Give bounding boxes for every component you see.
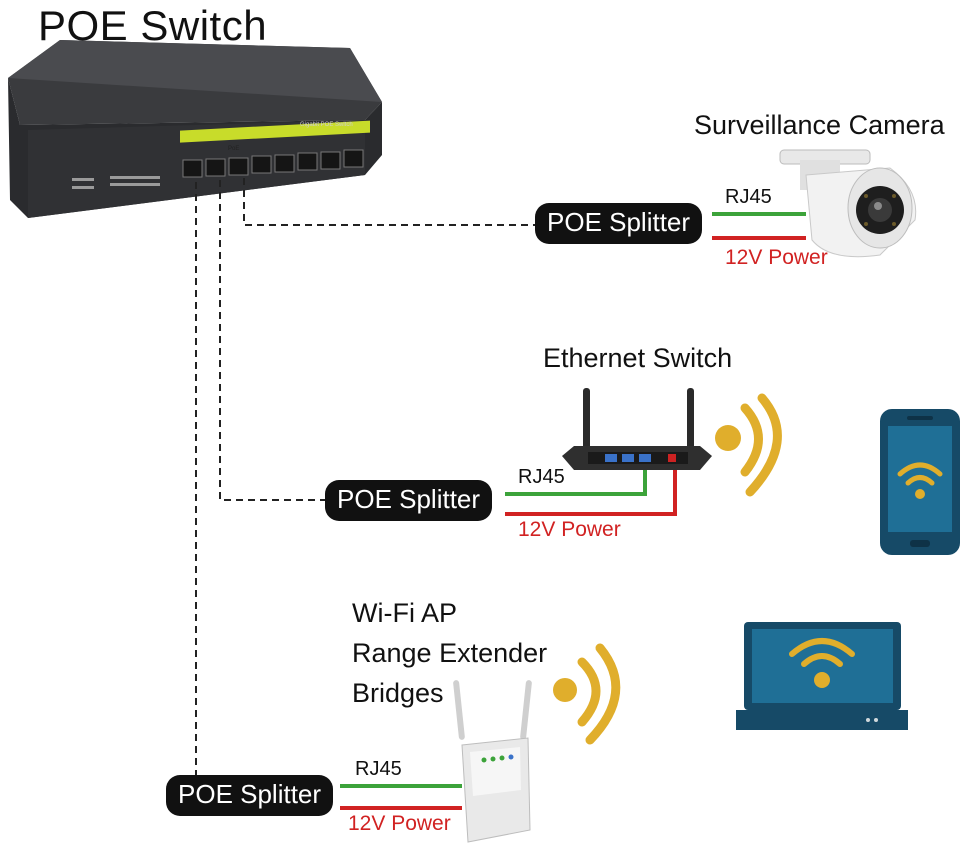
switch-panel-text: Gigabit POE Switch: [300, 122, 353, 128]
wifi-signal-icon: [553, 643, 621, 745]
range-extender-icon: [453, 680, 532, 843]
laptop-icon: [736, 622, 908, 730]
rj45-label: RJ45: [518, 466, 565, 488]
power-label: 12V Power: [518, 518, 621, 541]
ap-label-line: Range Extender: [352, 638, 548, 668]
rj45-label: RJ45: [355, 758, 402, 780]
power-label: 12V Power: [725, 246, 828, 269]
ap-label-line: Wi-Fi AP: [352, 598, 457, 628]
poe-splitter-ethernet-switch: POE Splitter: [325, 480, 493, 521]
dashed-link-ethernet-switch: [219, 180, 326, 501]
poe-splitter-wifi-ap: POE Splitter: [166, 775, 334, 816]
smartphone-icon: [880, 409, 960, 555]
page-title: POE Switch: [38, 2, 268, 49]
ethernet-switch-icon: [562, 388, 712, 470]
power-label: 12V Power: [348, 812, 451, 835]
dashed-link-camera: [243, 178, 537, 226]
poe-switch-device: Gigabit POE Switch PoE: [8, 40, 382, 218]
surveillance-camera-icon: [779, 149, 917, 258]
poe-splitter-camera: POE Splitter: [535, 203, 703, 244]
switch-poe-text: PoE: [228, 146, 239, 152]
ethernet-switch-label: Ethernet Switch: [543, 343, 733, 373]
ap-label-line: Bridges: [352, 678, 444, 708]
wifi-signal-icon: [715, 393, 782, 497]
camera-label: Surveillance Camera: [694, 110, 945, 140]
rj45-label: RJ45: [725, 186, 772, 208]
